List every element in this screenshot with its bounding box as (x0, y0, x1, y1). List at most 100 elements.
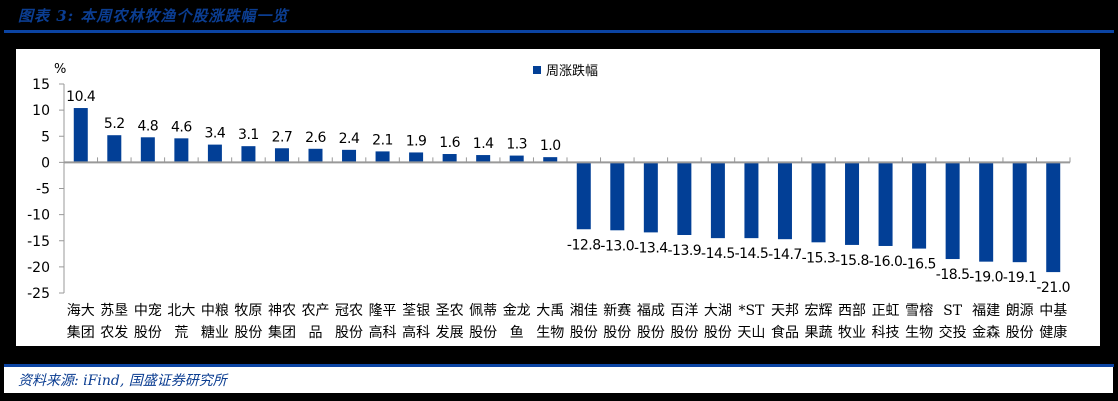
bar (744, 162, 759, 239)
category-label: 天邦 (771, 303, 799, 319)
y-tick-label: 10 (32, 103, 50, 119)
category-label: 品 (309, 325, 323, 341)
category-label: 荒 (174, 325, 188, 341)
category-label: 股份 (469, 325, 497, 341)
category-label: 集团 (268, 324, 296, 341)
data-label: -13.0 (600, 238, 634, 254)
data-label: -16.5 (902, 257, 936, 273)
category-label: 福建 (972, 303, 1000, 319)
legend-label: 周涨跌幅 (546, 63, 598, 79)
category-label: 中粮 (201, 303, 229, 319)
data-label: -21.0 (1036, 280, 1070, 296)
footer: 资料来源: iFind, 国盛证券研究所 (4, 367, 1113, 393)
category-label: 大湖 (704, 303, 732, 319)
category-label: 朗源 (1006, 303, 1034, 319)
bar (979, 162, 994, 262)
bar (476, 155, 491, 163)
category-label: 股份 (234, 325, 262, 341)
category-label: 牧业 (838, 325, 866, 341)
data-label: -19.0 (969, 270, 1003, 286)
category-label: 糖业 (201, 325, 229, 341)
category-label: 股份 (637, 325, 665, 341)
category-label: 农发 (100, 325, 128, 341)
data-label: 1.9 (406, 133, 427, 149)
bar (811, 162, 826, 243)
category-label: 发展 (436, 325, 464, 341)
data-label: 1.4 (473, 136, 494, 152)
category-label: 集团 (67, 324, 95, 341)
bar (845, 162, 860, 245)
category-label: 苏垦 (100, 303, 128, 319)
category-label: 隆平 (369, 303, 397, 319)
y-tick-label: 0 (41, 155, 50, 171)
data-label: -12.8 (567, 237, 601, 253)
y-tick-label: -20 (27, 260, 50, 276)
data-label: 2.4 (339, 131, 360, 147)
category-label: 圣农 (436, 303, 464, 319)
bar (543, 157, 558, 163)
bar (945, 162, 960, 260)
bar (643, 162, 658, 233)
data-label: 1.3 (506, 137, 527, 153)
bar (241, 146, 256, 163)
legend-swatch (533, 66, 541, 74)
y-tick-label: -15 (27, 234, 50, 250)
category-label: *ST (738, 303, 765, 319)
title-divider (4, 30, 1114, 33)
category-label: 金森 (972, 325, 1000, 341)
bar (140, 137, 155, 163)
data-label: 3.4 (205, 126, 226, 142)
bar (375, 151, 390, 163)
category-label: 北大 (167, 303, 195, 319)
category-label: 百洋 (670, 303, 698, 319)
category-label: 农产 (302, 303, 330, 319)
bar (174, 138, 189, 163)
bar (912, 162, 927, 249)
data-label: 2.7 (272, 129, 293, 145)
category-label: 股份 (704, 325, 732, 341)
category-label: 交投 (939, 324, 967, 341)
bar (274, 148, 289, 163)
y-tick-label: 15 (32, 77, 50, 93)
bar (308, 148, 323, 163)
category-label: 雪榕 (905, 303, 933, 319)
category-label: 新赛 (603, 303, 631, 319)
category-label: 牧原 (234, 303, 262, 319)
bar (342, 149, 357, 163)
category-label: 神农 (268, 303, 296, 319)
bar (677, 162, 692, 236)
category-label: 冠农 (335, 303, 363, 319)
category-label: 生物 (536, 325, 564, 341)
data-label: -13.4 (634, 240, 668, 256)
category-label: 股份 (570, 325, 598, 341)
data-label: 10.4 (66, 89, 96, 105)
category-label: 高科 (402, 324, 430, 341)
x-axis (64, 157, 1071, 164)
category-label: 中基 (1039, 302, 1067, 319)
category-label: 科技 (872, 325, 900, 341)
bar (610, 162, 625, 231)
data-label: -16.0 (869, 254, 903, 270)
y-tick-label: -10 (27, 208, 50, 224)
category-label: 福成 (637, 303, 665, 319)
bar (878, 162, 893, 246)
category-label: 股份 (335, 325, 363, 341)
bar (442, 154, 457, 163)
bar (576, 162, 591, 230)
bar (710, 162, 725, 239)
legend: 周涨跌幅 (533, 63, 598, 79)
data-label: -15.3 (802, 250, 836, 266)
bar (777, 162, 792, 240)
category-label: 佩蒂 (469, 303, 497, 319)
category-label: 高科 (369, 324, 397, 341)
data-label: 1.0 (540, 138, 561, 154)
bar-series (73, 108, 1061, 273)
category-label: 股份 (134, 325, 162, 341)
category-label: 鱼 (510, 324, 524, 341)
data-label: -19.1 (1003, 270, 1037, 286)
data-label: 2.1 (372, 132, 393, 148)
bar (107, 135, 122, 163)
category-label: 宏辉 (805, 303, 833, 319)
